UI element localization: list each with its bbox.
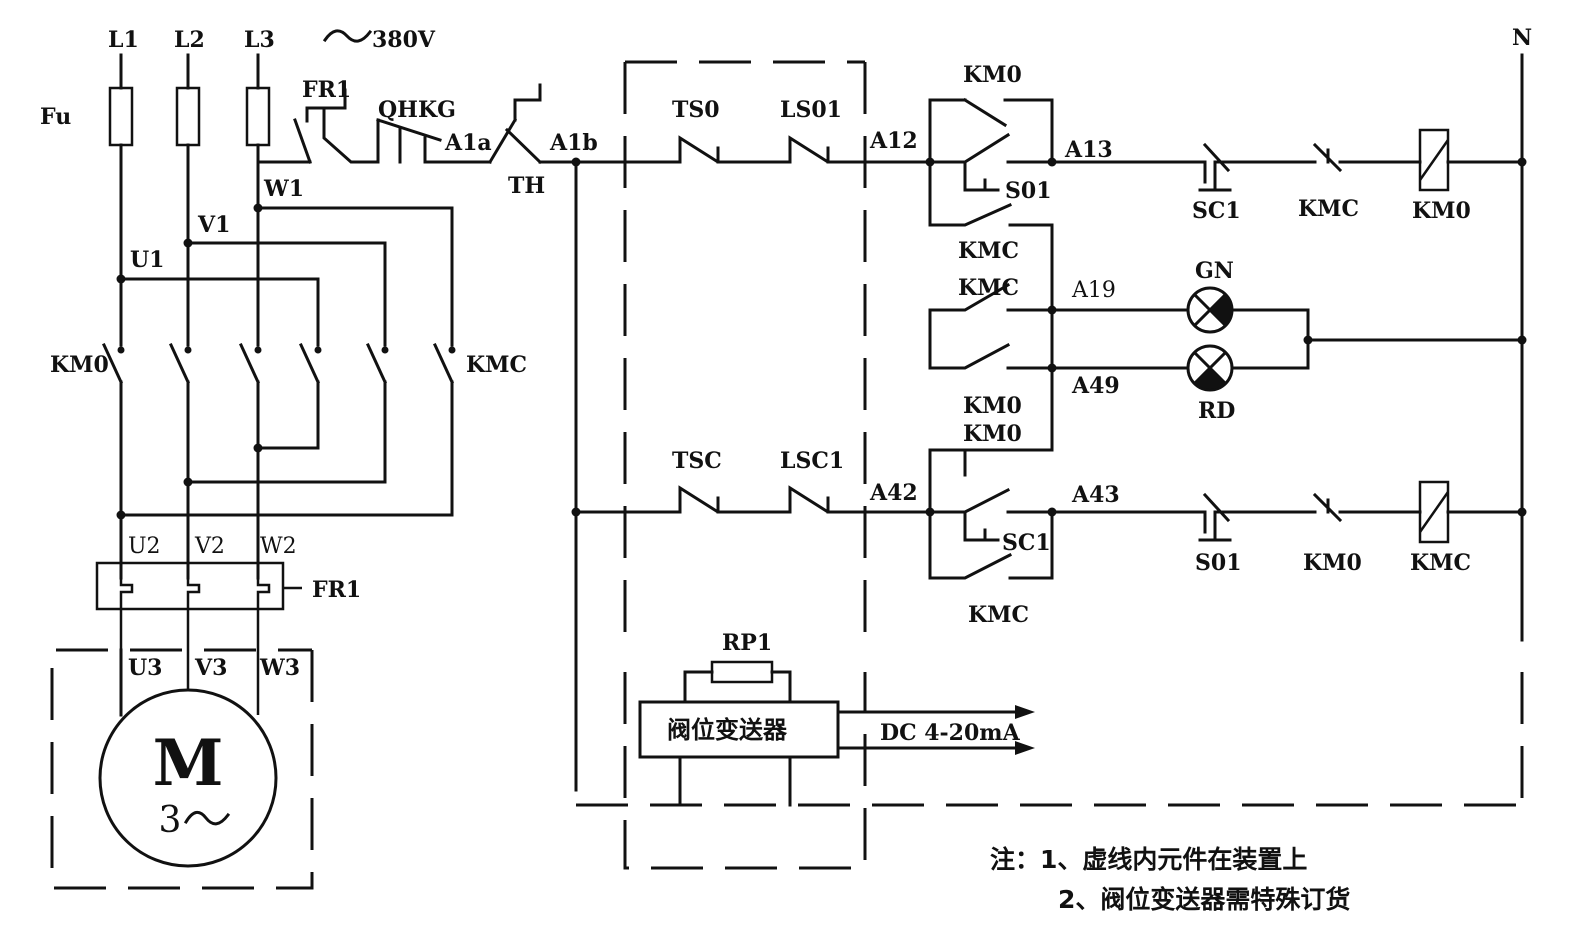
label-rd: RD xyxy=(1198,398,1235,424)
label-th: TH xyxy=(508,173,545,199)
label-kmo-int2: KM0 xyxy=(963,421,1022,447)
label-u2: U2 xyxy=(128,534,161,559)
label-a12: A12 xyxy=(869,128,918,154)
label-qhkg: QHKG xyxy=(378,97,456,123)
label-tsc: TSC xyxy=(672,448,722,474)
label-kmo-hold: KM0 xyxy=(963,62,1022,88)
fuse-l2 xyxy=(175,86,201,147)
label-l2: L2 xyxy=(174,27,205,53)
device-enclosure xyxy=(574,60,1522,870)
control-top-rail xyxy=(256,83,932,792)
label-voltage: 380V xyxy=(372,27,436,53)
label-kmc-int1: KMC xyxy=(958,238,1019,264)
label-kmc-main: KMC xyxy=(466,352,527,378)
label-transmitter: 阀位变送器 xyxy=(667,716,788,744)
thermal-relay-fr1 xyxy=(95,561,302,717)
valve-position-transmitter xyxy=(638,660,1035,807)
neutral-line xyxy=(1517,53,1527,800)
label-kmo-nc: KM0 xyxy=(1303,550,1362,576)
label-kmc-lamp: KMC xyxy=(958,275,1019,301)
label-u3: U3 xyxy=(128,655,163,681)
label-so1-btn: S01 xyxy=(1005,178,1052,204)
note-line-1: 注：1、虚线内元件在装置上 xyxy=(990,845,1307,874)
label-sc1-nc: SC1 xyxy=(1192,198,1241,224)
label-lsc1: LSC1 xyxy=(780,448,844,474)
label-w2: W2 xyxy=(260,534,297,559)
motor-ac-icon xyxy=(183,810,231,826)
label-w1: W1 xyxy=(263,176,304,202)
label-n: N xyxy=(1512,25,1532,51)
labels: L1 L2 L3 380V N Fu FR1 QHKG A1a A1b TH U… xyxy=(40,25,1532,914)
close-branch xyxy=(571,448,1524,580)
label-u1: U1 xyxy=(130,247,165,273)
label-kmo-lamp: KM0 xyxy=(963,393,1022,419)
label-l3: L3 xyxy=(244,27,275,53)
lamp-branch xyxy=(928,282,1524,392)
main-contactors xyxy=(102,343,456,580)
potentiometer-rp1 xyxy=(710,660,774,684)
motor-m-label: M xyxy=(153,726,224,801)
label-v1: V1 xyxy=(197,212,230,238)
label-a19: A19 xyxy=(1071,278,1116,303)
three-phase-motor-icon xyxy=(50,648,314,890)
label-tso: TS0 xyxy=(672,97,720,123)
label-a13: A13 xyxy=(1064,137,1113,163)
label-kmo-coil: KM0 xyxy=(1412,198,1471,224)
fuse-l3 xyxy=(245,86,271,147)
label-a42: A42 xyxy=(869,480,918,506)
motor-phase-label: 3 xyxy=(159,800,182,841)
tilde-ac-icon xyxy=(322,29,373,43)
label-fr1-relay: FR1 xyxy=(312,577,361,603)
label-kmc-nc: KMC xyxy=(1298,196,1359,222)
label-a43: A43 xyxy=(1071,482,1120,508)
label-a1a: A1a xyxy=(444,130,492,156)
note-line-2: 2、阀位变送器需特殊订货 xyxy=(1058,885,1350,914)
label-lso1: LS01 xyxy=(780,97,842,123)
label-a1b: A1b xyxy=(549,130,598,156)
label-dc-out: DC 4-20mA xyxy=(880,720,1021,746)
relay-coil-icon xyxy=(1418,128,1450,192)
label-fu: Fu xyxy=(40,104,71,130)
label-kmc-coil: KMC xyxy=(1410,550,1471,576)
label-l1: L1 xyxy=(108,27,139,53)
fuse-l1 xyxy=(108,86,134,147)
label-kmc-hold2: KMC xyxy=(968,602,1029,628)
open-branch xyxy=(925,97,1524,452)
label-gn: GN xyxy=(1195,258,1234,284)
phase-supply-lines xyxy=(108,53,454,347)
label-a49: A49 xyxy=(1071,373,1120,399)
label-so1-nc: S01 xyxy=(1195,550,1242,576)
label-w3: W3 xyxy=(259,655,300,681)
label-rp1: RP1 xyxy=(722,630,772,656)
label-sc1-btn: SC1 xyxy=(1002,530,1051,556)
label-v2: V2 xyxy=(194,534,225,559)
label-v3: V3 xyxy=(194,655,227,681)
label-fr1-top: FR1 xyxy=(302,77,351,103)
label-kmo-main: KM0 xyxy=(50,352,109,378)
